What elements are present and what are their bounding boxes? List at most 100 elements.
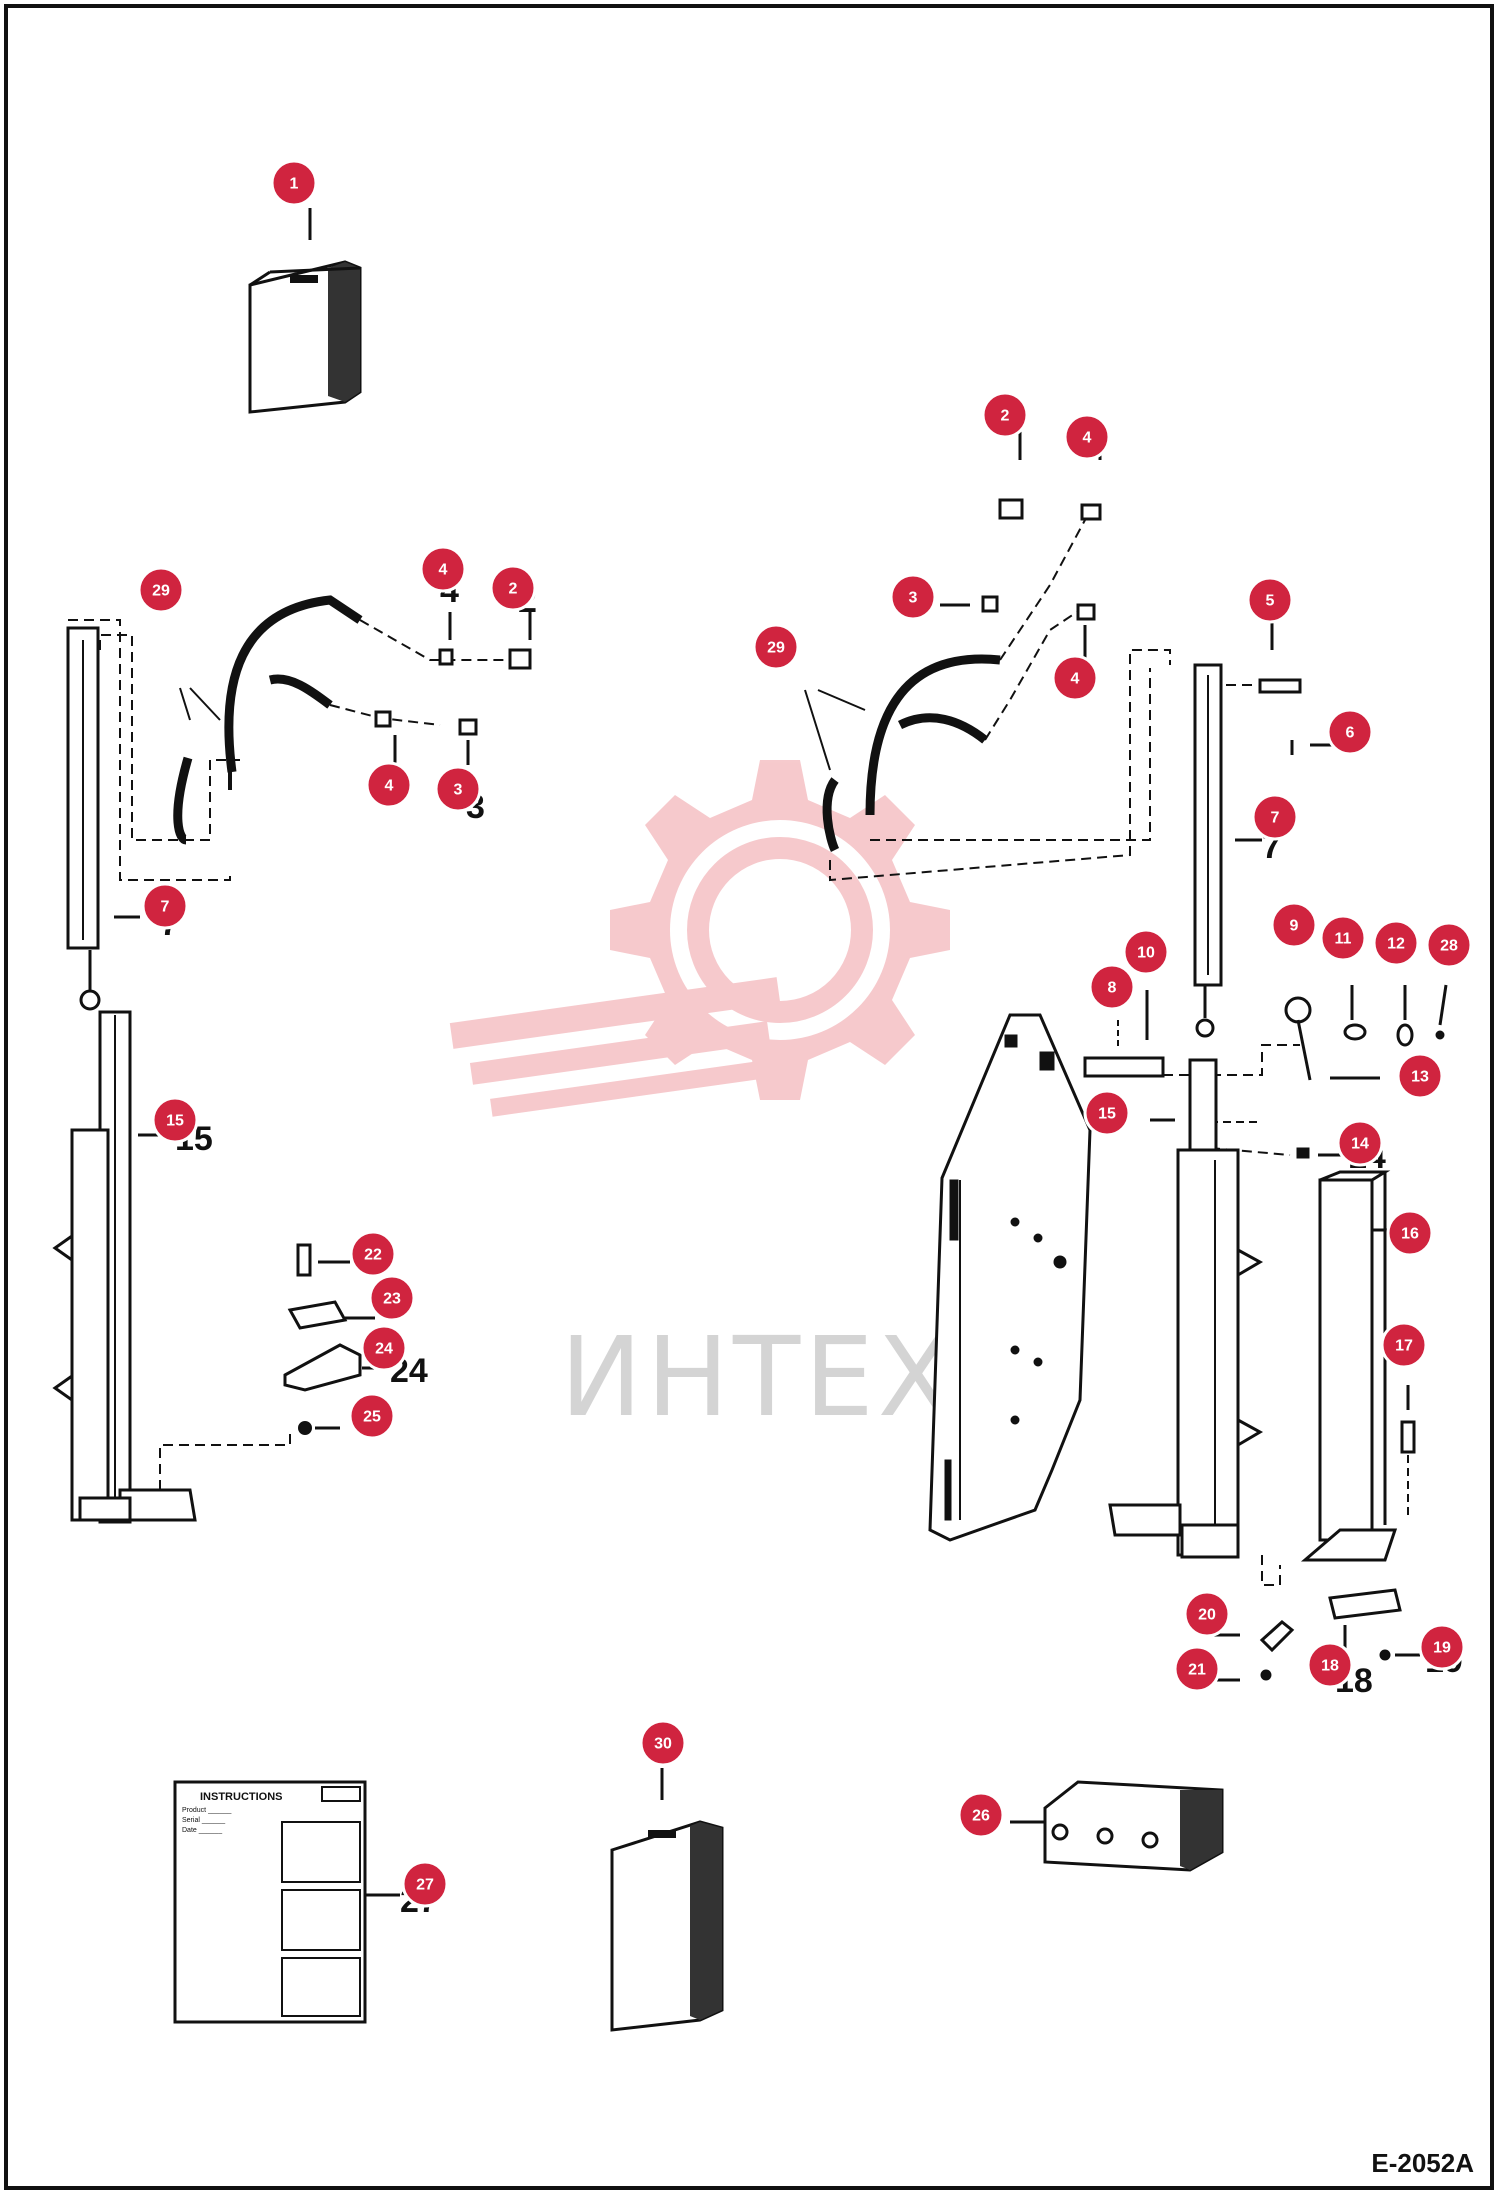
callout-marker (434, 765, 482, 813)
callout-23: 23 (368, 1274, 416, 1322)
callout-26: 26 (957, 1791, 1005, 1839)
callout-label: 15 (166, 1113, 184, 1130)
callout-marker (1122, 928, 1170, 976)
callout-label: 9 (1290, 918, 1299, 935)
callout-12: 12 (1372, 919, 1420, 967)
callout-16: 16 (1386, 1209, 1434, 1257)
callout-4: 4 (419, 545, 467, 593)
callout-label: 4 (385, 778, 394, 795)
callout-label: 13 (1411, 1069, 1429, 1086)
callout-label: 29 (767, 640, 785, 657)
callout-label: 4 (1083, 430, 1092, 447)
watermark-text: ИНТЕХ (560, 1313, 957, 1441)
right-mount-hardware (1039, 984, 1448, 1159)
callout-24: 24 (360, 1324, 408, 1372)
callout-label: 8 (1108, 980, 1117, 997)
callout-marker (752, 623, 800, 671)
callout-marker (349, 1230, 397, 1278)
sheet-line-1: Product ______ (182, 1807, 232, 1814)
callout-label: 30 (654, 1736, 672, 1753)
page-border (4, 4, 1494, 2190)
callout-8: 8 (1088, 963, 1136, 1011)
callout-label: 3 (909, 590, 918, 607)
callout-marker (1051, 654, 1099, 702)
callout-15: 15 (1083, 1089, 1131, 1137)
part-30-container (610, 1768, 724, 2032)
callout-label: 20 (1198, 1607, 1216, 1624)
callout-marker (1306, 1641, 1354, 1689)
callout-label: 25 (363, 1409, 381, 1426)
callout-marker (401, 1860, 449, 1908)
callout-label: 16 (1401, 1226, 1419, 1243)
callout-27: 27 (401, 1860, 449, 1908)
callout-30: 30 (639, 1719, 687, 1767)
callout-29: 29 (752, 623, 800, 671)
callout-label: 2 (1001, 408, 1010, 425)
callout-marker (365, 761, 413, 809)
callout-label: 3 (454, 782, 463, 799)
callout-1: 1 (270, 159, 318, 207)
callout-9: 9 (1270, 901, 1318, 949)
right-mounting-plate (928, 1013, 1092, 1542)
callout-label: 5 (1266, 593, 1275, 610)
callout-3: 3 (889, 573, 937, 621)
callout-2: 2 (489, 564, 537, 612)
callout-19: 19 (1418, 1623, 1466, 1671)
callout-11: 11 (1319, 914, 1367, 962)
callout-10: 10 (1122, 928, 1170, 976)
callout-label: 14 (1351, 1136, 1369, 1153)
right-mount-column (1108, 1058, 1420, 1682)
callout-label: 2 (509, 581, 518, 598)
sheet-line-2: Serial ______ (182, 1817, 225, 1824)
right-cylinder-assembly (804, 430, 1335, 1038)
callout-25: 25 (348, 1392, 396, 1440)
callout-2: 2 (981, 391, 1029, 439)
callout-label: 18 (1321, 1658, 1339, 1675)
callout-5: 5 (1246, 576, 1294, 624)
callout-marker (348, 1392, 396, 1440)
part-26-box (1010, 1780, 1224, 1872)
callout-marker (151, 1096, 199, 1144)
callout-marker (137, 566, 185, 614)
sheet-title: INSTRUCTIONS (200, 1791, 283, 1803)
callout-3: 3 (434, 765, 482, 813)
callout-20: 20 (1183, 1590, 1231, 1638)
callout-15: 15 (151, 1096, 199, 1144)
callout-marker (1088, 963, 1136, 1011)
callout-4: 4 (365, 761, 413, 809)
callout-marker (419, 545, 467, 593)
callout-label: 21 (1188, 1662, 1206, 1679)
left-cylinder-assembly (66, 595, 532, 1011)
callout-label: 17 (1395, 1338, 1413, 1355)
callout-marker (639, 1719, 687, 1767)
callout-13: 13 (1396, 1052, 1444, 1100)
callout-29: 29 (137, 566, 185, 614)
callout-22: 22 (349, 1230, 397, 1278)
callout-18: 18 (1306, 1641, 1354, 1689)
callout-7: 7 (1251, 793, 1299, 841)
callout-marker (1418, 1623, 1466, 1671)
callout-marker (1251, 793, 1299, 841)
instruction-sheet: INSTRUCTIONS Product ______ Serial _____… (173, 1780, 400, 2024)
callout-marker (1386, 1209, 1434, 1257)
callout-label: 7 (161, 899, 170, 916)
callout-7: 7 (141, 882, 189, 930)
callout-label: 24 (375, 1341, 393, 1358)
callout-marker (1063, 413, 1111, 461)
callout-label: 10 (1137, 945, 1155, 962)
callout-marker (1246, 576, 1294, 624)
callout-label: 4 (439, 562, 448, 579)
callout-marker (1319, 914, 1367, 962)
callout-label: 26 (972, 1808, 990, 1825)
callout-4: 4 (1063, 413, 1111, 461)
callout-17: 17 (1380, 1321, 1428, 1369)
callout-marker (889, 573, 937, 621)
watermark-logo (449, 760, 950, 1117)
callout-marker (1326, 708, 1374, 756)
callout-marker (1083, 1089, 1131, 1137)
callout-marker (1396, 1052, 1444, 1100)
callout-marker (981, 391, 1029, 439)
callout-label: 4 (1071, 671, 1080, 688)
callout-6: 6 (1326, 708, 1374, 756)
